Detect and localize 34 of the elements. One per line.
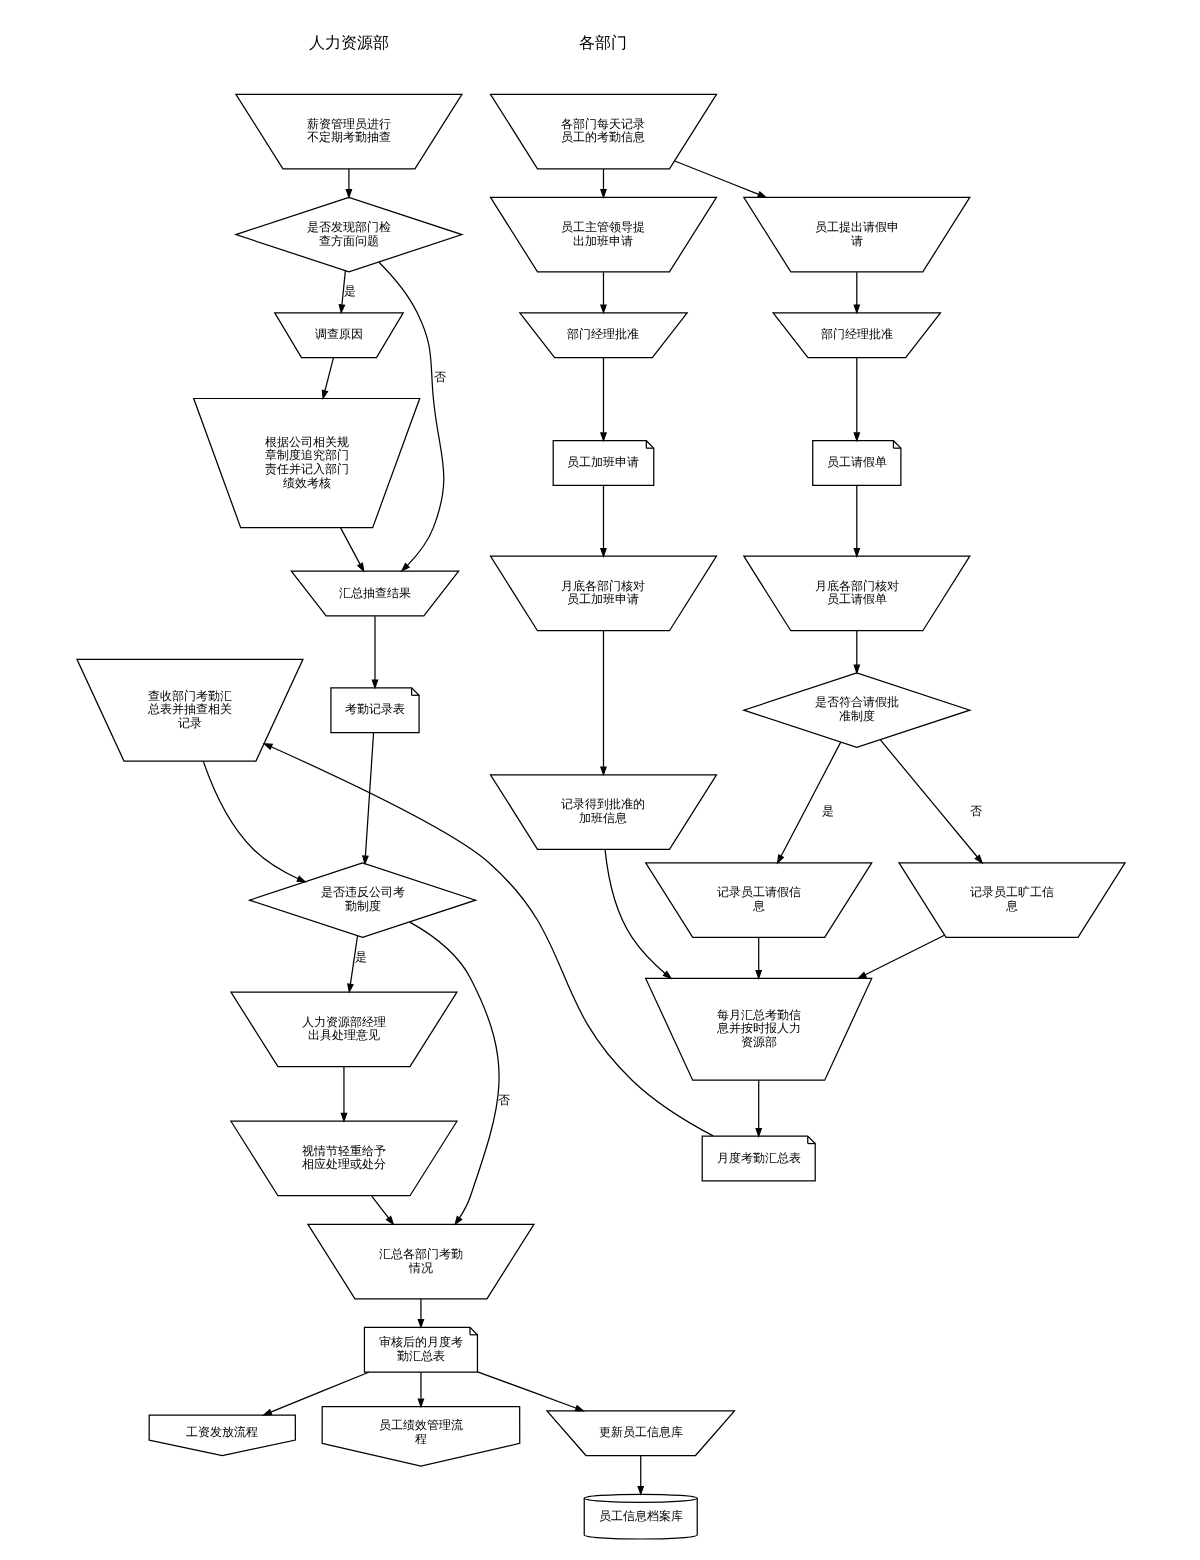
arrow [852, 484, 860, 558]
arrow [261, 1371, 369, 1416]
arrow [261, 742, 713, 1137]
arrow [320, 357, 334, 401]
arrow [775, 741, 841, 865]
arrow [852, 357, 860, 443]
arrow [599, 357, 606, 443]
arrow [754, 937, 762, 980]
arrow [346, 935, 358, 994]
arrow [599, 271, 606, 315]
arrow [370, 615, 378, 690]
arrow [416, 1298, 424, 1329]
arrow [408, 921, 499, 1226]
arrow [855, 934, 945, 980]
arrow [878, 739, 983, 865]
arrow [599, 168, 606, 199]
arrow [599, 630, 606, 777]
arrow [337, 270, 345, 315]
arrow [673, 160, 767, 198]
arrow [852, 630, 860, 675]
arrow [377, 261, 444, 572]
arrow [339, 1066, 347, 1123]
arrow [339, 527, 364, 573]
arrow [636, 1455, 644, 1496]
arrow [754, 1079, 762, 1138]
arrow [416, 1371, 424, 1409]
arrow [852, 271, 860, 315]
arrow [370, 1195, 394, 1226]
arrow [201, 760, 306, 883]
arrow [599, 484, 606, 558]
arrow [475, 1371, 584, 1412]
arrow [344, 168, 352, 199]
arrow [360, 731, 374, 866]
arrow [603, 849, 672, 980]
